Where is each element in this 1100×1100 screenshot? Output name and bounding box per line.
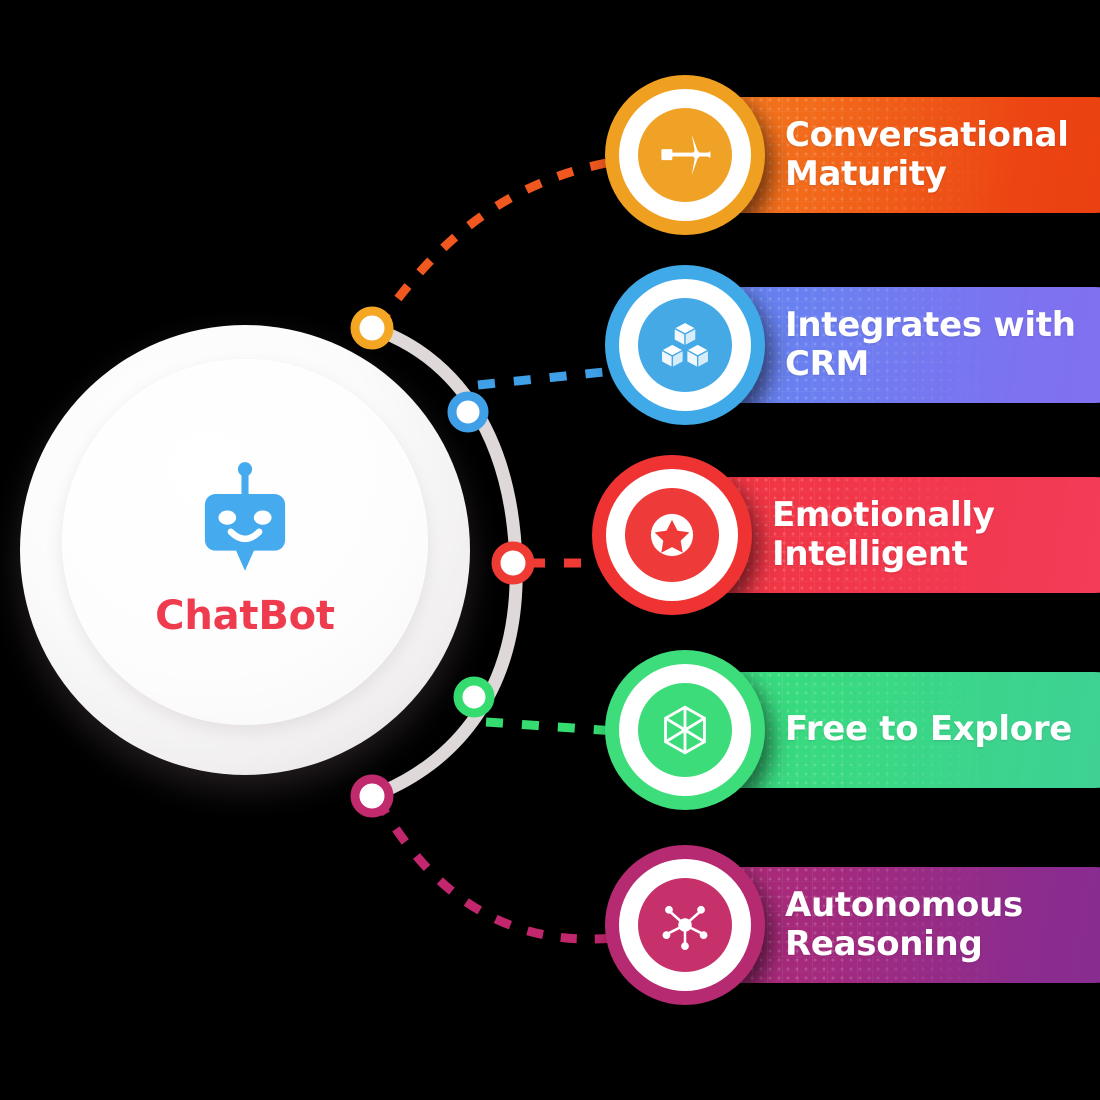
feature-row-5[interactable]: Autonomous Reasoning [605,845,1100,1005]
feature-row-1[interactable]: Conversational Maturity [605,75,1100,235]
badge-core [638,298,732,392]
hexagon-cube-icon [664,705,706,755]
feature-label-5: Autonomous Reasoning [785,884,1023,964]
feature-label-1: Conversational Maturity [785,114,1069,194]
feature-badge-3[interactable] [592,455,752,615]
feature-row-2[interactable]: Integrates with CRM [605,265,1100,425]
cubes-stack-icon [660,321,710,369]
badge-core [625,488,719,582]
feature-badge-1[interactable] [605,75,765,235]
robot-head-icon [204,462,286,571]
feature-badge-4[interactable] [605,650,765,810]
feature-row-3[interactable]: Emotionally Intelligent [592,455,1100,615]
network-nodes-icon [662,905,708,950]
connector-dash-4 [485,717,617,736]
feature-label-3: Emotionally Intelligent [772,494,995,574]
connector-dash-2 [477,366,615,390]
feature-label-2: Integrates with CRM [785,304,1076,384]
arc-node-3[interactable] [491,541,535,585]
feature-row-4[interactable]: Free to Explore [605,650,1100,810]
badge-core [638,108,732,202]
arc-node-5[interactable] [350,774,394,818]
sitemap-network-icon [661,134,711,176]
connector-dash-5 [374,797,615,944]
badge-core [638,878,732,972]
hub-content: ChatBot [20,325,470,775]
hub-label: ChatBot [155,593,335,639]
feature-badge-5[interactable] [605,845,765,1005]
badge-core [638,683,732,777]
connector-dash-1 [374,157,613,329]
feature-label-4: Free to Explore [785,709,1073,750]
chatbot-hub[interactable]: ChatBot [20,325,470,775]
star-badge-icon [650,513,694,557]
feature-badge-2[interactable] [605,265,765,425]
